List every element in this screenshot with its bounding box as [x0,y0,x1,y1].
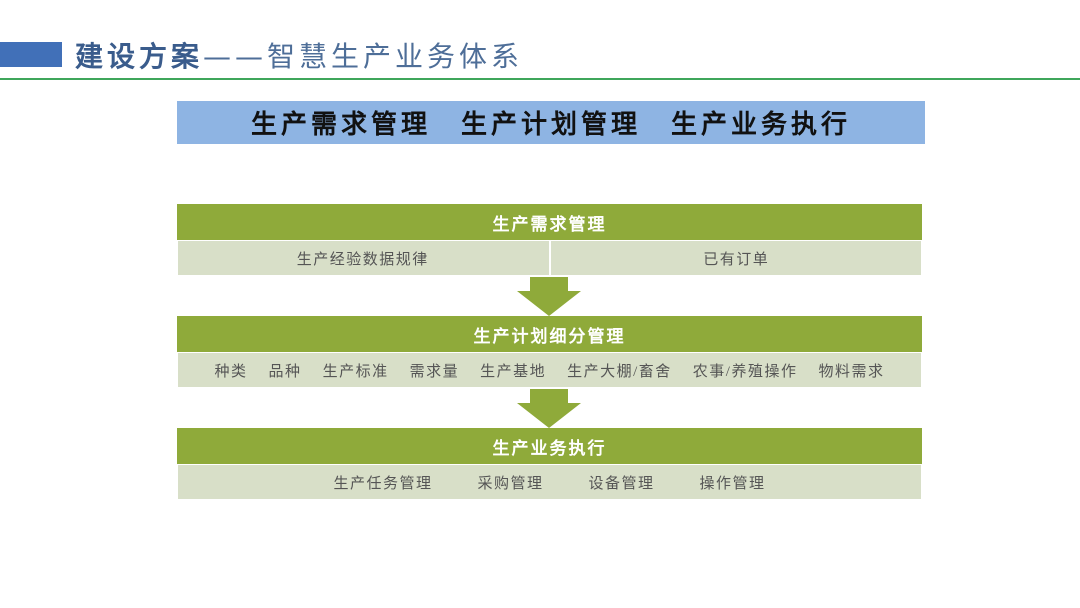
stage-band: 生产经验数据规律 已有订单 [177,240,922,276]
stage-header: 生产计划细分管理 [177,316,922,352]
banner-item-execution: 生产业务执行 [671,110,852,140]
title-accent-bar [0,42,62,67]
stage-item: 生产基地 [480,363,547,380]
stage-item: 生产大棚/畜舍 [567,363,672,380]
stage-execution: 生产业务执行 生产任务管理 采购管理 设备管理 操作管理 [177,428,922,500]
stage-item: 生产标准 [322,363,389,380]
banner-item-demand: 生产需求管理 [250,110,431,140]
stage-demand: 生产需求管理 生产经验数据规律 已有订单 [177,204,922,276]
stage-band: 种类 品种 生产标准 需求量 生产基地 生产大棚/畜舍 农事/养殖操作 物料需求 [177,352,922,388]
stage-item: 种类 [214,363,248,380]
stage-item: 农事/养殖操作 [692,363,798,380]
summary-banner: 生产需求管理 生产计划管理 生产业务执行 [177,101,925,144]
slide-title: 建设方案——智慧生产业务体系 [75,39,523,75]
stage-item: 生产任务管理 [333,475,433,492]
stage-item: 物料需求 [818,363,885,380]
title-divider [0,78,1080,80]
stage-item: 采购管理 [477,475,544,492]
stage-planning: 生产计划细分管理 种类 品种 生产标准 需求量 生产基地 生产大棚/畜舍 农事/… [177,316,922,388]
slide-title-topic: ——智慧生产业务体系 [203,40,524,73]
stage-item: 操作管理 [699,475,766,492]
stage-header: 生产需求管理 [177,204,922,240]
stage-item: 设备管理 [588,475,655,492]
stage-header: 生产业务执行 [177,428,922,464]
slide-title-section: 建设方案 [75,40,204,73]
stage-item: 生产经验数据规律 [296,251,429,268]
stage-band: 生产任务管理 采购管理 设备管理 操作管理 [177,464,922,500]
stage-item: 已有订单 [548,240,923,276]
stage-item: 需求量 [409,363,460,380]
stage-item: 品种 [268,363,302,380]
banner-item-planning: 生产计划管理 [460,110,641,140]
down-arrow-icon [517,277,581,316]
down-arrow-icon [517,389,581,428]
